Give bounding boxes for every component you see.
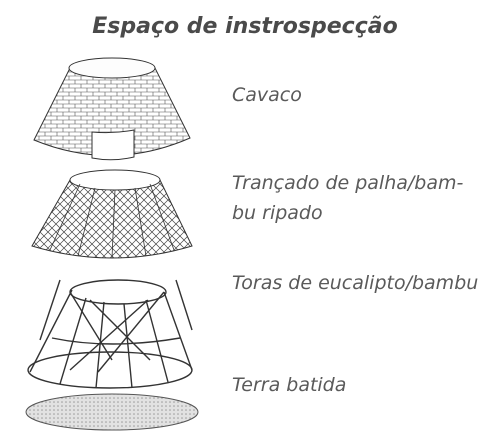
layer-label-trancado: Trançado de palha/bam-bu ripado bbox=[232, 172, 464, 224]
layer-label-toras: Toras de eucalipto/bambu bbox=[232, 272, 479, 294]
layer-label-cavaco: Cavaco bbox=[232, 84, 302, 106]
layer-label-terra: Terra batida bbox=[232, 374, 347, 396]
layer-toras-shape bbox=[27, 279, 193, 389]
layer-cavaco-shape bbox=[33, 57, 191, 161]
layer-terra-shape bbox=[25, 393, 199, 431]
diagram-title: Espaço de instrospecção bbox=[92, 14, 398, 39]
layer-trancado-shape bbox=[31, 169, 193, 259]
